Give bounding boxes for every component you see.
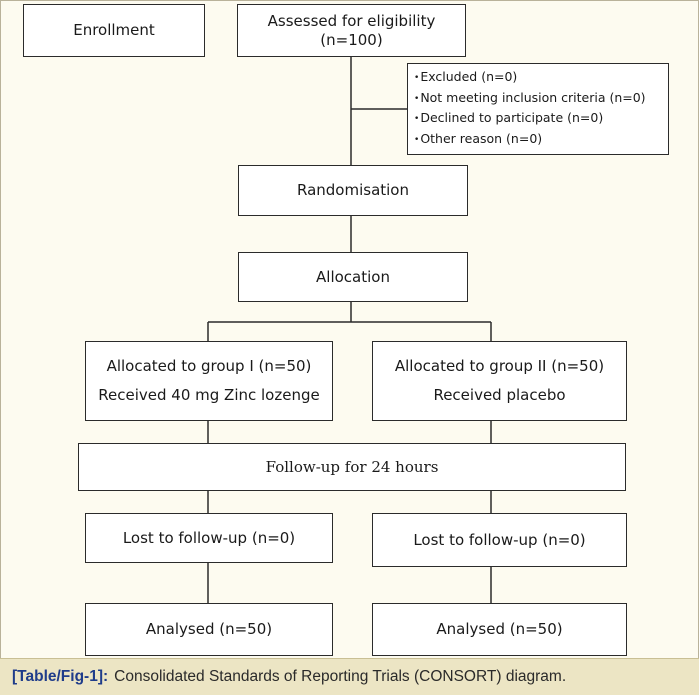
figure-caption: [Table/Fig-1]: Consolidated Standards of…	[0, 658, 699, 695]
analysed2-box: Analysed (n=50)	[372, 603, 627, 656]
excluded-item: •Declined to participate (n=0)	[414, 110, 604, 125]
group1-line1: Allocated to group I (n=50)	[106, 357, 312, 376]
bullet-icon: •	[414, 93, 420, 104]
excluded-item: •Other reason (n=0)	[414, 130, 543, 146]
followup-box: Follow-up for 24 hours	[78, 443, 626, 491]
lost2-label: Lost to follow-up (n=0)	[413, 530, 586, 549]
group1-line2: Received 40 mg Zinc lozenge	[98, 386, 320, 404]
analysed1-label: Analysed (n=50)	[145, 620, 273, 639]
lost2-box: Lost to follow-up (n=0)	[372, 513, 627, 567]
allocation-box: Allocation	[238, 252, 468, 302]
allocation-label: Allocation	[316, 267, 390, 286]
group2-box: Allocated to group II (n=50) Received pl…	[372, 341, 627, 421]
analysed1-box: Analysed (n=50)	[85, 603, 333, 656]
lost1-box: Lost to follow-up (n=0)	[85, 513, 333, 563]
group1-box: Allocated to group I (n=50) Received 40 …	[85, 341, 333, 421]
bullet-icon: •	[414, 114, 420, 124]
bullet-icon: •	[414, 73, 420, 83]
randomisation-box: Randomisation	[238, 165, 468, 216]
caption-text: Consolidated Standards of Reporting Tria…	[114, 668, 567, 685]
assessed-box: Assessed for eligibility (n=100)	[237, 4, 466, 57]
enrollment-box: Enrollment	[23, 4, 205, 57]
lost1-label: Lost to follow-up (n=0)	[122, 528, 296, 547]
followup-label: Follow-up for 24 hours	[265, 457, 439, 476]
excluded-item: •Not meeting inclusion criteria (n=0)	[414, 89, 646, 105]
excluded-item: •Excluded (n=0)	[414, 69, 518, 84]
caption-tag: [Table/Fig-1]:	[12, 668, 109, 685]
enrollment-label: Enrollment	[73, 21, 155, 40]
group2-line2: Received placebo	[433, 386, 566, 404]
analysed2-label: Analysed (n=50)	[436, 620, 563, 639]
randomisation-label: Randomisation	[296, 181, 409, 200]
group2-line1: Allocated to group II (n=50)	[394, 357, 605, 376]
bullet-icon: •	[414, 134, 420, 145]
assessed-label: Assessed for eligibility (n=100)	[267, 11, 436, 49]
excluded-box: •Excluded (n=0) •Not meeting inclusion c…	[407, 63, 669, 155]
